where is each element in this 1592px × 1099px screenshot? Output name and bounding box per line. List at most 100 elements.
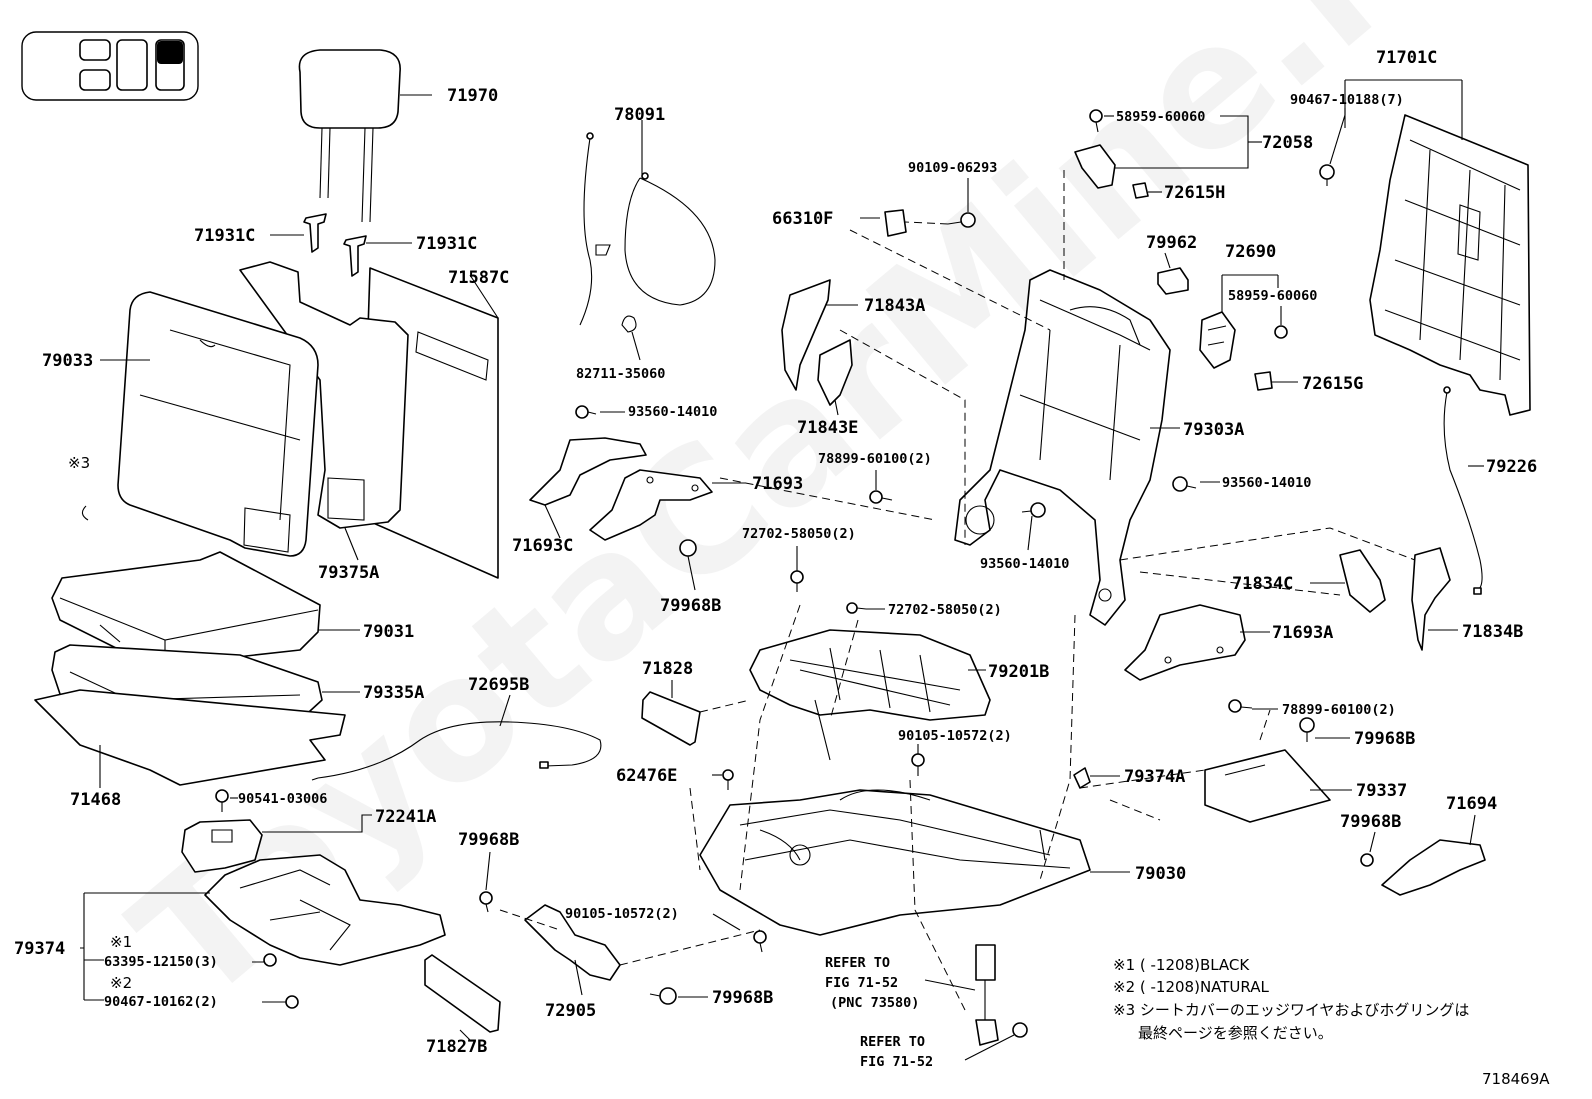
cushion-frame-79201B [749, 629, 991, 761]
label-79968B-b: 79968B [458, 830, 519, 850]
label-79226: 79226 [1486, 457, 1537, 477]
label-58959-60060-a: 58959-60060 [1116, 109, 1205, 125]
bracket-71693A [1124, 604, 1246, 681]
diagram-code: 718469A [1482, 1070, 1550, 1088]
harness-72695B [311, 721, 602, 781]
label-79968B-c: 79968B [712, 988, 773, 1008]
label-90109-06293: 90109-06293 [908, 160, 997, 176]
label-71843E: 71843E [797, 418, 858, 438]
label-79337: 79337 [1356, 781, 1407, 801]
clip-79968B-d [1299, 717, 1315, 742]
clip-79968B-c [649, 987, 677, 1005]
seat-position-icon [21, 31, 199, 101]
part-79962 [1157, 267, 1189, 295]
label-78899-60100-b: 78899-60100(2) [1282, 702, 1396, 718]
note-2: ※2 ( -1208)NATURAL [1113, 978, 1269, 996]
label-63395-12150: 63395-12150(3) [104, 954, 218, 970]
label-79201B: 79201B [988, 662, 1049, 682]
label-90105-10572-a: 90105-10572(2) [898, 728, 1012, 744]
clip-90467-10162 [285, 995, 299, 1009]
bolt-58959-60060-b [1274, 325, 1288, 339]
cable-78091 [579, 132, 716, 326]
label-82711-35060: 82711-35060 [576, 366, 665, 382]
seat-back-cover [117, 261, 409, 557]
label-79962: 79962 [1146, 233, 1197, 253]
bolt-72702-58050-b [846, 602, 867, 614]
label-71694: 71694 [1446, 794, 1497, 814]
clip-79374A [1073, 767, 1091, 789]
label-71587C: 71587C [448, 268, 509, 288]
bolt-93560-14010-c [1172, 476, 1197, 492]
hinge-72058 [1074, 144, 1116, 189]
label-90467-10162: 90467-10162(2) [104, 994, 218, 1010]
label-66310F: 66310F [772, 209, 833, 229]
label-72702-58050-a: 72702-58050(2) [742, 526, 856, 542]
label-refer1-line1: REFER TO [825, 955, 890, 971]
label-71970: 71970 [447, 86, 498, 106]
label-72905: 72905 [545, 1001, 596, 1021]
label-71701C: 71701C [1376, 48, 1437, 68]
clip-63395-12150 [263, 953, 277, 967]
bolt-90541-03006 [215, 789, 229, 812]
seatbelt-buckle [975, 944, 999, 1046]
label-79303A: 79303A [1183, 420, 1244, 440]
label-mark1: ※1 [110, 933, 132, 951]
cover-71834B [1411, 547, 1451, 651]
label-72702-58050-b: 72702-58050(2) [888, 602, 1002, 618]
clip-82711-35060 [621, 315, 637, 333]
label-71931C-right: 71931C [416, 234, 477, 254]
clip-79968B-b [479, 891, 493, 913]
cable-79226 [1443, 386, 1483, 595]
label-79374: 79374 [14, 939, 65, 959]
cover-71843A [781, 279, 831, 391]
label-93560-14010-b: 93560-14010 [1222, 475, 1311, 491]
label-71827B: 71827B [426, 1037, 487, 1057]
label-62476E: 62476E [616, 766, 677, 786]
note-1: ※1 ( -1208)BLACK [1113, 956, 1250, 974]
label-90467-10188: 90467-10188(7) [1290, 92, 1404, 108]
label-mark2: ※2 [110, 974, 132, 992]
bolt-refer-fig [1012, 1022, 1028, 1038]
label-72695B: 72695B [468, 675, 529, 695]
label-79374A: 79374A [1124, 767, 1185, 787]
plate-71828 [641, 691, 701, 746]
label-79031: 79031 [363, 622, 414, 642]
label-90541-03006: 90541-03006 [238, 791, 327, 807]
label-note3-mark: ※3 [68, 454, 90, 472]
label-79033: 79033 [42, 351, 93, 371]
seat-back-frame-79303A [954, 269, 1171, 626]
bolt-78899-60100-a [869, 490, 893, 504]
label-72690: 72690 [1225, 242, 1276, 262]
label-71828: 71828 [642, 659, 693, 679]
label-refer2-line2: FIG 71-52 [860, 1054, 933, 1070]
nut-66310F [884, 209, 907, 237]
label-58959-60060-b: 58959-60060 [1228, 288, 1317, 304]
seat-track-79030 [699, 789, 1091, 936]
label-refer1-line2: FIG 71-52 [825, 975, 898, 991]
label-93560-14010-a: 93560-14010 [628, 404, 717, 420]
note-3-line2: 最終ページを参照ください。 [1138, 1024, 1333, 1042]
bolt-58959-60060-a [1089, 109, 1103, 133]
note-3-line1: ※3 シートカバーのエッジワイヤおよびホグリングは [1113, 1001, 1469, 1019]
cover-71843E [817, 339, 853, 406]
cover-79337 [1204, 749, 1331, 823]
label-72615G: 72615G [1302, 374, 1363, 394]
cover-71827B [424, 954, 501, 1033]
label-71843A: 71843A [864, 296, 925, 316]
label-79030: 79030 [1135, 864, 1186, 884]
label-79968B-d: 79968B [1354, 729, 1415, 749]
label-79968B-e: 79968B [1340, 812, 1401, 832]
cover-79374 [204, 854, 446, 966]
headrest-support-left [303, 213, 327, 253]
label-71693A: 71693A [1272, 623, 1333, 643]
label-71468: 71468 [70, 790, 121, 810]
label-78899-60100-a: 78899-60100(2) [818, 451, 932, 467]
bracket-71694 [1381, 839, 1486, 896]
clip-79968B-a [679, 539, 697, 567]
label-79335A: 79335A [363, 683, 424, 703]
cover-72241A [181, 819, 263, 873]
label-71693: 71693 [752, 474, 803, 494]
bolt-72702-58050-a [790, 570, 804, 592]
seat-cushion-cover [51, 551, 321, 666]
